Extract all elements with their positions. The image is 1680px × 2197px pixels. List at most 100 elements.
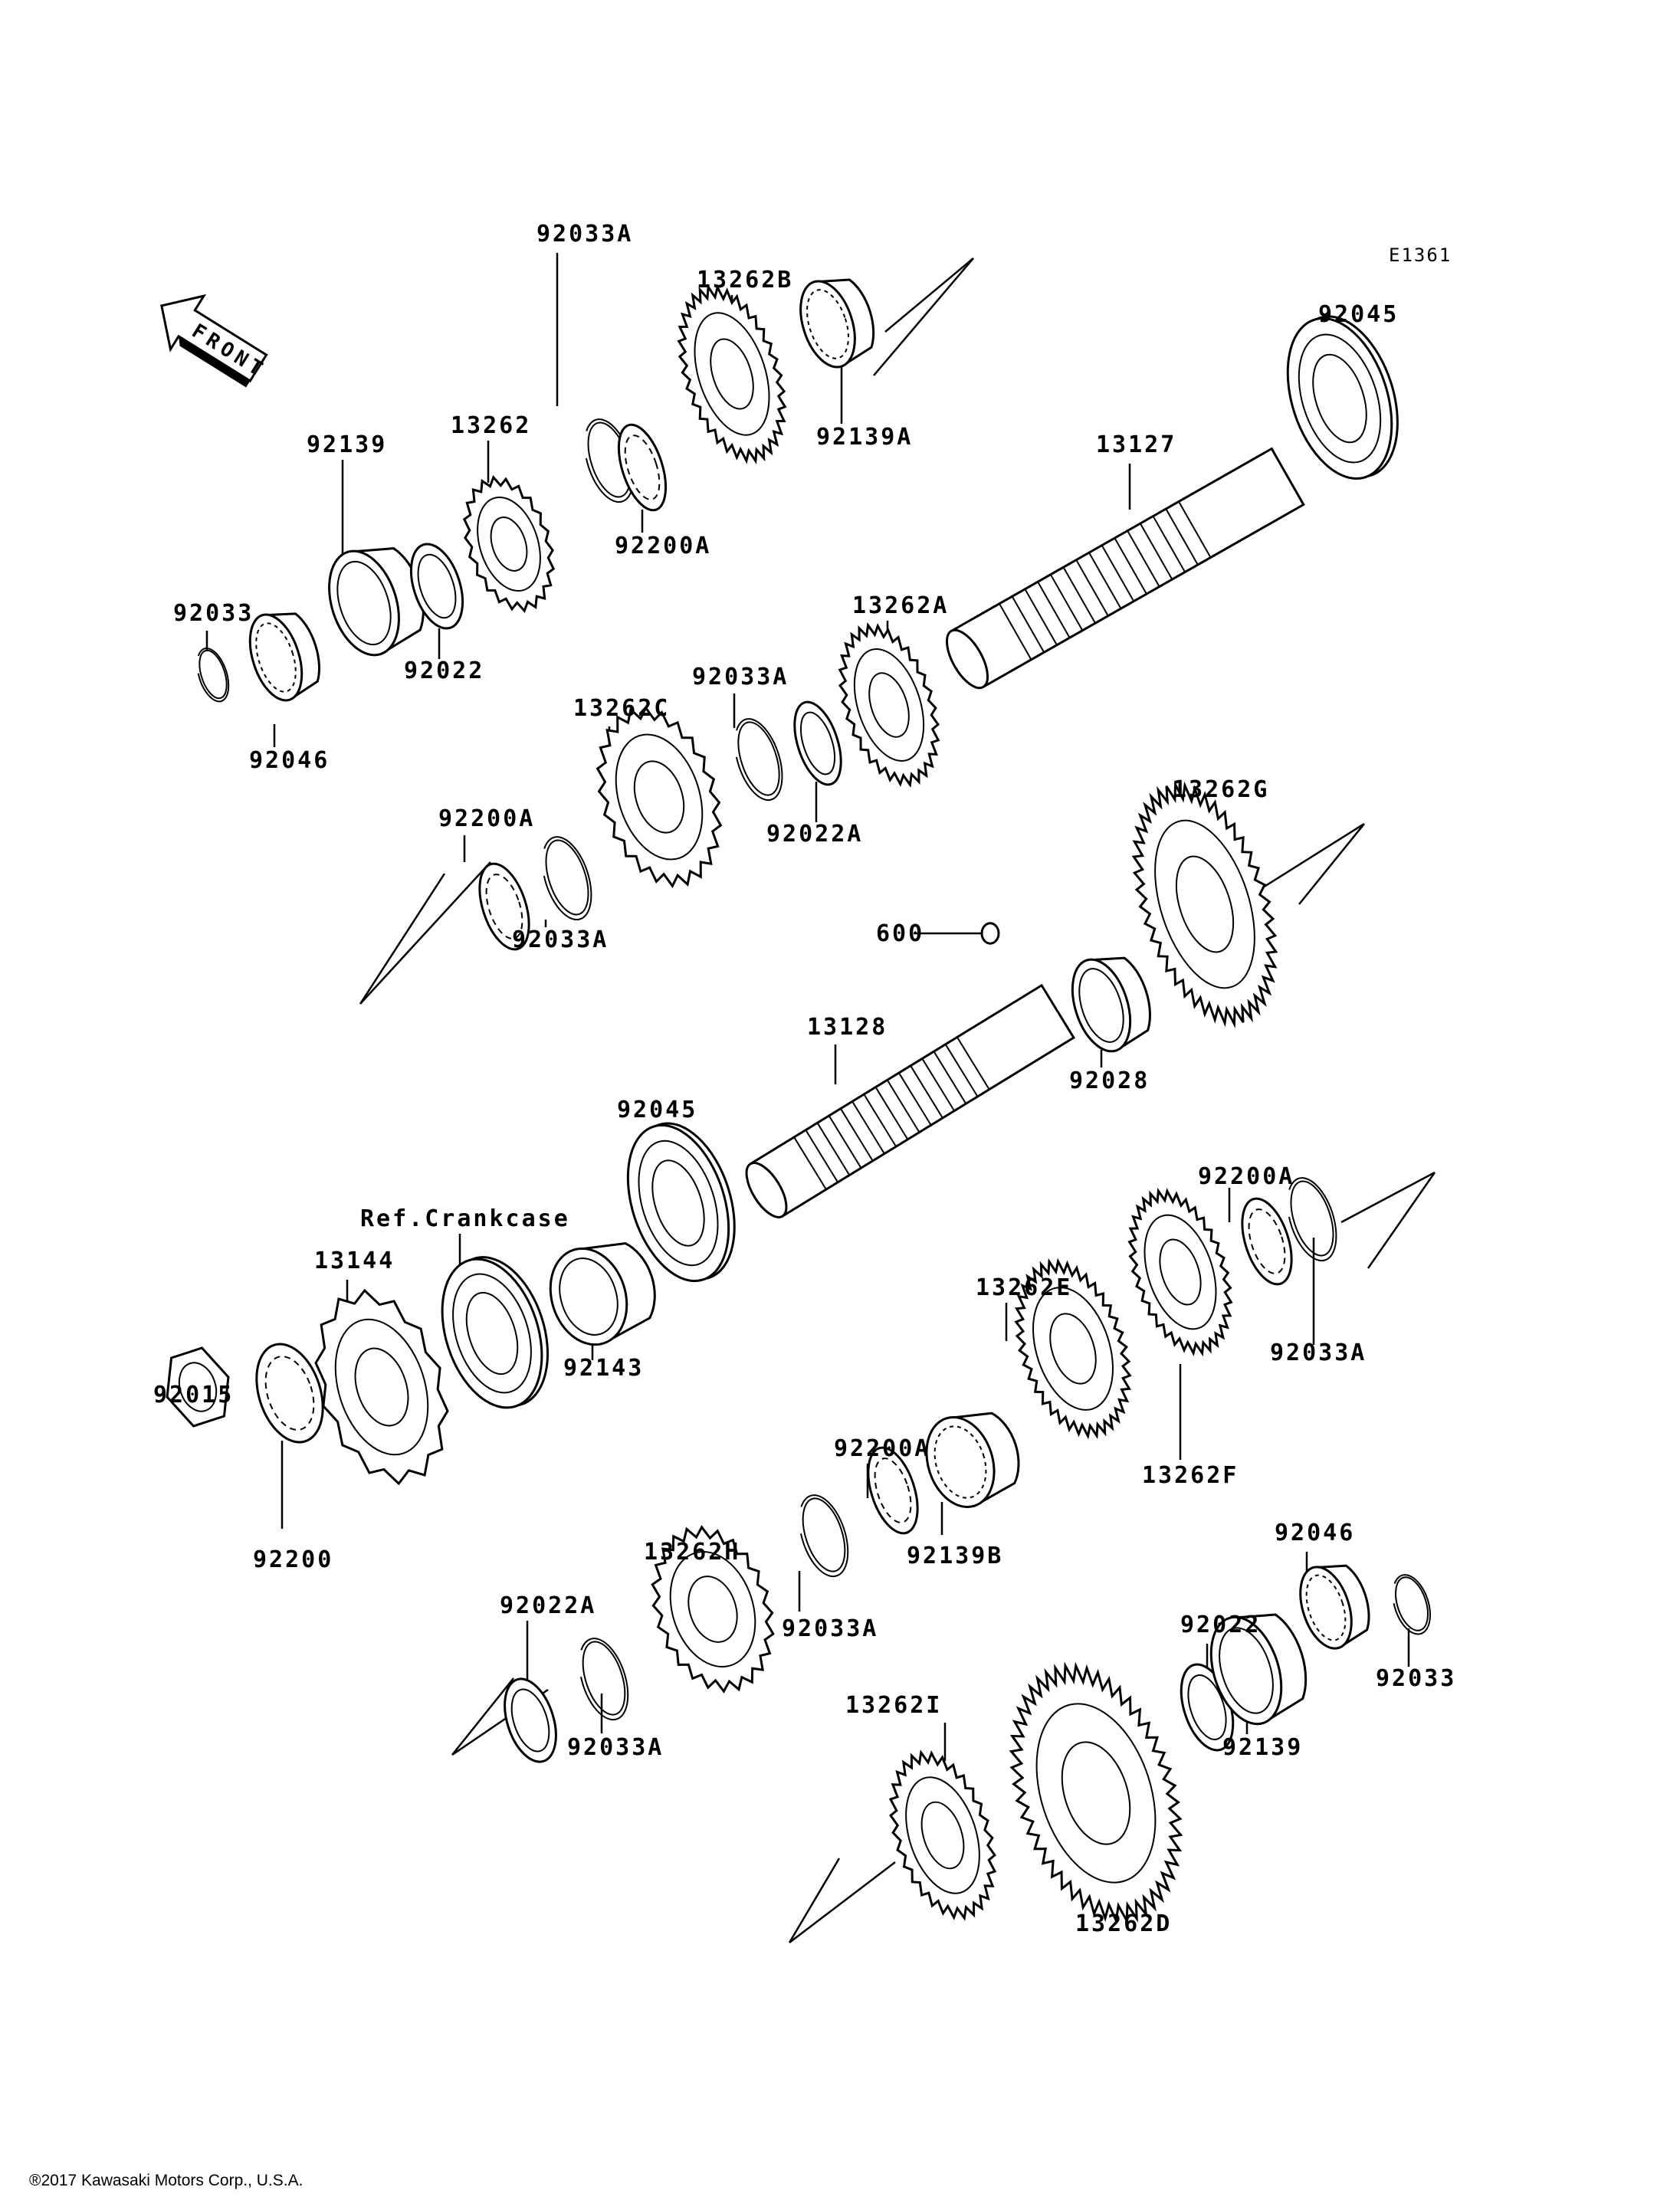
main-shaft-13127 <box>946 447 1305 690</box>
guide-line <box>451 1677 514 1756</box>
part-label[interactable]: 92022A <box>766 821 863 848</box>
part-label[interactable]: 92139 <box>307 431 387 458</box>
part-toothed-washer <box>255 1343 324 1444</box>
guide-line <box>359 873 446 1005</box>
guide-line <box>1298 823 1365 905</box>
part-toothed-washer <box>1241 1197 1293 1286</box>
part-gear <box>1009 1661 1183 1925</box>
guide-line <box>788 1858 841 1943</box>
part-label[interactable]: 92033 <box>1376 1665 1456 1692</box>
part-circlip <box>735 718 783 802</box>
part-label[interactable]: 92022A <box>500 1592 596 1619</box>
part-label[interactable]: 92200A <box>438 805 535 832</box>
part-ball-bearing <box>1286 315 1399 480</box>
part-label[interactable]: 92046 <box>1275 1520 1355 1546</box>
part-label[interactable]: 13128 <box>807 1014 888 1041</box>
part-label[interactable]: 92028 <box>1069 1067 1150 1094</box>
part-needle-bearing <box>925 1412 1020 1509</box>
part-label[interactable]: 600 <box>876 920 924 947</box>
part-label[interactable]: 92033A <box>782 1615 878 1642</box>
drive-shaft-13128 <box>745 983 1075 1218</box>
part-label[interactable]: 13262H <box>644 1539 740 1566</box>
part-washer <box>793 700 842 786</box>
copyright-text: ®2017 Kawasaki Motors Corp., U.S.A. <box>29 2172 304 2189</box>
part-needle-bearing <box>248 612 320 702</box>
part-labels: 13262B 92139A 92045 92033A 13262 92200A 13127 9… <box>153 221 1456 1937</box>
part-nut <box>166 1346 230 1428</box>
part-label[interactable]: 92200A <box>1198 1163 1294 1190</box>
part-circlip <box>543 836 592 921</box>
part-label[interactable]: 92139 <box>1222 1734 1303 1761</box>
guide-line <box>1340 1171 1436 1224</box>
guide-line <box>359 861 491 1005</box>
part-label[interactable]: 92033A <box>692 664 789 690</box>
parts-layer <box>166 278 1432 1925</box>
part-label[interactable]: 92200A <box>834 1435 930 1462</box>
part-gear <box>677 284 787 464</box>
part-gear <box>1131 780 1278 1028</box>
part-oil-seal <box>441 1256 550 1409</box>
guide-line <box>873 257 974 376</box>
part-label[interactable]: 92200 <box>253 1546 333 1573</box>
guide-line <box>1367 1172 1436 1269</box>
part-label[interactable]: 92022 <box>404 657 484 684</box>
guide-line <box>884 257 974 333</box>
part-label[interactable]: 13262D <box>1075 1910 1172 1937</box>
diagram-code: E1361 <box>1389 244 1452 266</box>
part-collar <box>549 1241 656 1346</box>
part-gear <box>838 622 940 788</box>
part-toothed-washer <box>478 862 530 951</box>
part-ball <box>980 922 1000 945</box>
part-label[interactable]: 13144 <box>314 1248 395 1274</box>
part-ball-bearing <box>626 1122 736 1283</box>
part-washer <box>409 543 464 630</box>
part-label[interactable]: 92015 <box>153 1382 234 1408</box>
part-washer <box>504 1677 557 1763</box>
part-label[interactable]: 92033A <box>1270 1340 1367 1366</box>
part-label[interactable]: 92046 <box>249 747 330 774</box>
part-label[interactable]: 13262G <box>1173 776 1269 803</box>
part-needle-bearing <box>799 278 875 369</box>
part-label[interactable]: 13262 <box>451 412 531 439</box>
part-toothed-washer <box>617 423 668 512</box>
part-label[interactable]: 92033A <box>567 1734 664 1761</box>
part-gear <box>651 1525 775 1694</box>
part-label[interactable]: 13262B <box>697 267 793 293</box>
part-label[interactable]: 92045 <box>1318 301 1399 328</box>
part-label[interactable]: 92033 <box>173 600 254 627</box>
part-label[interactable]: 13262A <box>852 592 949 619</box>
guide-line <box>789 1861 896 1943</box>
part-label[interactable]: 92139A <box>816 424 913 451</box>
part-label[interactable]: 13262C <box>573 695 670 722</box>
front-arrow-icon: FRONT <box>160 293 271 388</box>
part-needle-bearing <box>1299 1564 1370 1650</box>
part-label[interactable]: 92139B <box>907 1543 1003 1569</box>
reference-note: Ref.Crankcase <box>360 1205 570 1232</box>
part-gear <box>1127 1187 1233 1357</box>
part-label[interactable]: 92033A <box>536 221 633 248</box>
part-label[interactable]: 92200A <box>615 533 711 559</box>
part-label[interactable]: 13127 <box>1096 431 1176 458</box>
part-gear <box>888 1749 997 1921</box>
part-label[interactable]: 13262E <box>976 1274 1072 1301</box>
part-collar <box>328 547 425 657</box>
part-circlip <box>1288 1177 1337 1262</box>
part-gear <box>596 705 723 889</box>
part-label[interactable]: 92045 <box>617 1097 697 1123</box>
part-collar <box>1209 1613 1308 1726</box>
part-gear <box>462 474 556 614</box>
part-label[interactable]: 13262F <box>1142 1462 1239 1489</box>
part-label[interactable]: 92143 <box>563 1355 644 1382</box>
part-circlip <box>579 1638 629 1721</box>
part-circlip <box>799 1494 849 1578</box>
part-toothed-washer <box>867 1446 919 1535</box>
part-label[interactable]: 92033A <box>512 926 609 953</box>
part-circlip <box>197 648 230 703</box>
part-label[interactable]: 13262I <box>845 1692 942 1719</box>
guide-line <box>1256 822 1365 893</box>
part-gear <box>1014 1258 1132 1440</box>
part-bushing <box>1071 956 1151 1053</box>
part-label[interactable]: 92022 <box>1180 1612 1261 1638</box>
part-circlip <box>1393 1574 1432 1635</box>
